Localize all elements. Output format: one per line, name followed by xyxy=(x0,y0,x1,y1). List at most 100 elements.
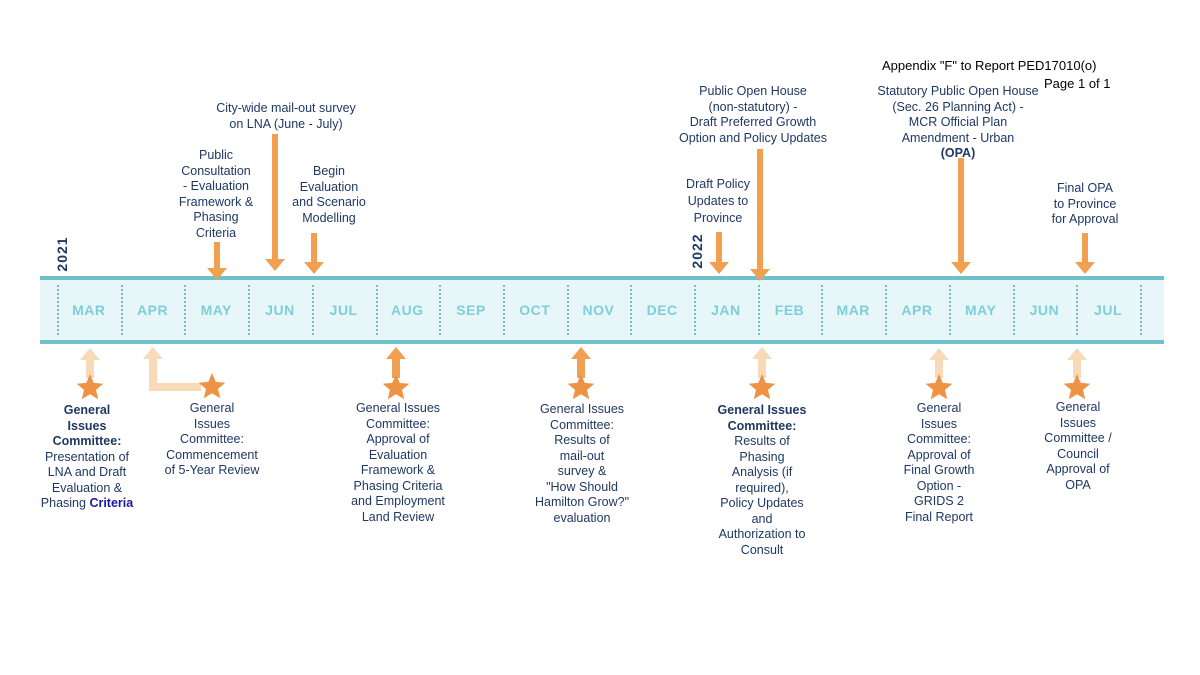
note-line: Modelling xyxy=(302,210,356,225)
note-line: (non-statutory) - xyxy=(708,99,798,114)
month-divider xyxy=(184,285,187,335)
month-divider xyxy=(630,285,633,335)
note-line: Amendment - Urban xyxy=(901,130,1015,145)
month-divider xyxy=(120,285,123,335)
note-line: Consult xyxy=(740,542,784,557)
note-line: Presentation of xyxy=(44,449,130,464)
star-icon xyxy=(748,374,776,400)
note-line: and Scenario xyxy=(292,195,366,209)
timeline-top-line xyxy=(40,276,1164,280)
note-line: Approval of xyxy=(907,447,971,462)
star-icon xyxy=(925,374,953,400)
note-line: MCR Official Plan xyxy=(908,115,1008,129)
month-9: DEC xyxy=(646,302,678,318)
month-divider xyxy=(1076,285,1079,335)
note-line: General xyxy=(63,403,111,417)
note-line: OPA xyxy=(1065,477,1091,492)
arrow-up-icon xyxy=(571,347,591,378)
arrow-down-icon xyxy=(709,232,729,274)
note-line: Evaluation xyxy=(368,447,428,462)
note-line: Criteria xyxy=(195,225,237,240)
arrow-down-icon xyxy=(951,158,971,274)
note-line: Committee: xyxy=(550,417,614,432)
note-line: evaluation xyxy=(553,510,611,525)
note-line: (OPA) xyxy=(940,146,976,160)
note-line: Council xyxy=(1057,446,1099,461)
note-line: Framework & xyxy=(360,463,436,477)
month-0: MAR xyxy=(72,302,106,318)
note-line: Option and Policy Updates xyxy=(678,130,828,145)
month-divider xyxy=(57,285,59,335)
note-line: Phasing xyxy=(193,210,239,224)
month-divider xyxy=(439,285,442,335)
note-line: "How Should xyxy=(546,479,618,494)
note-line: for Approval xyxy=(1051,212,1119,226)
month-divider xyxy=(1139,285,1142,335)
note-line: Draft Policy xyxy=(686,177,750,191)
note-line: LNA and Draft xyxy=(47,465,127,479)
month-3: JUN xyxy=(265,302,295,318)
star-icon xyxy=(76,374,104,400)
note-line: Results of xyxy=(554,433,610,447)
month-divider xyxy=(885,285,888,335)
month-15: JUN xyxy=(1029,302,1060,318)
month-divider xyxy=(566,285,569,335)
note-line: Committee: xyxy=(52,434,122,448)
month-divider xyxy=(311,285,314,335)
arrow-down-icon xyxy=(207,242,227,280)
note-line: survey & xyxy=(557,464,607,478)
note-line: Evaluation xyxy=(299,179,359,194)
note-line: Authorization to xyxy=(718,527,806,541)
note-highlight: Criteria xyxy=(89,496,134,510)
note-line: Begin xyxy=(313,164,345,178)
note-line: Committee / xyxy=(1044,431,1112,445)
note-line-text: Phasing xyxy=(40,496,90,510)
month-16: JUL xyxy=(1094,302,1122,318)
month-11: FEB xyxy=(774,302,805,318)
note-line: Statutory Public Open House xyxy=(877,84,1039,98)
month-divider xyxy=(948,285,951,335)
note-line: Committee: xyxy=(366,416,430,431)
note-line: Final Report xyxy=(904,509,974,524)
note-line: Evaluation & xyxy=(51,480,123,495)
month-divider xyxy=(1012,285,1015,335)
timeline-bottom-line xyxy=(40,340,1164,344)
month-12: MAR xyxy=(836,302,870,318)
note-line: Final Growth xyxy=(903,463,975,477)
note-line: on LNA (June - July) xyxy=(229,116,343,131)
month-5: AUG xyxy=(391,302,424,318)
note-line: Public xyxy=(198,148,234,162)
note-line: Approval of xyxy=(1046,462,1110,476)
note-line: Results of xyxy=(734,434,790,448)
note-line: and xyxy=(751,511,773,526)
arrow-down-icon xyxy=(1075,233,1095,274)
arrow-up-icon xyxy=(752,347,772,378)
month-6: SEP xyxy=(456,302,486,318)
note-line: Framework & xyxy=(178,194,254,209)
star-icon xyxy=(1063,374,1091,400)
month-14: MAY xyxy=(964,302,997,318)
note-line: (Sec. 26 Planning Act) - xyxy=(892,99,1024,114)
note-line: General Issues xyxy=(355,401,441,415)
note-line: Hamilton Grow?" xyxy=(534,495,630,509)
note-line: Committee: xyxy=(727,418,797,433)
note-line: and Employment xyxy=(351,494,445,508)
note-line: to Province xyxy=(1053,196,1117,211)
month-2: MAY xyxy=(200,302,232,318)
note-open-house-nonstatutory: Public Open House(non-statutory) -Draft … xyxy=(679,84,827,146)
note-line: Phasing Criteria xyxy=(353,478,443,493)
month-divider xyxy=(375,285,378,335)
note-line: Approval of xyxy=(366,432,430,446)
note-line: Analysis (if xyxy=(731,465,793,479)
note-line: General xyxy=(916,401,962,415)
note-line: General Issues xyxy=(717,403,807,417)
note-line: Updates to xyxy=(687,194,749,208)
month-divider xyxy=(694,285,696,335)
